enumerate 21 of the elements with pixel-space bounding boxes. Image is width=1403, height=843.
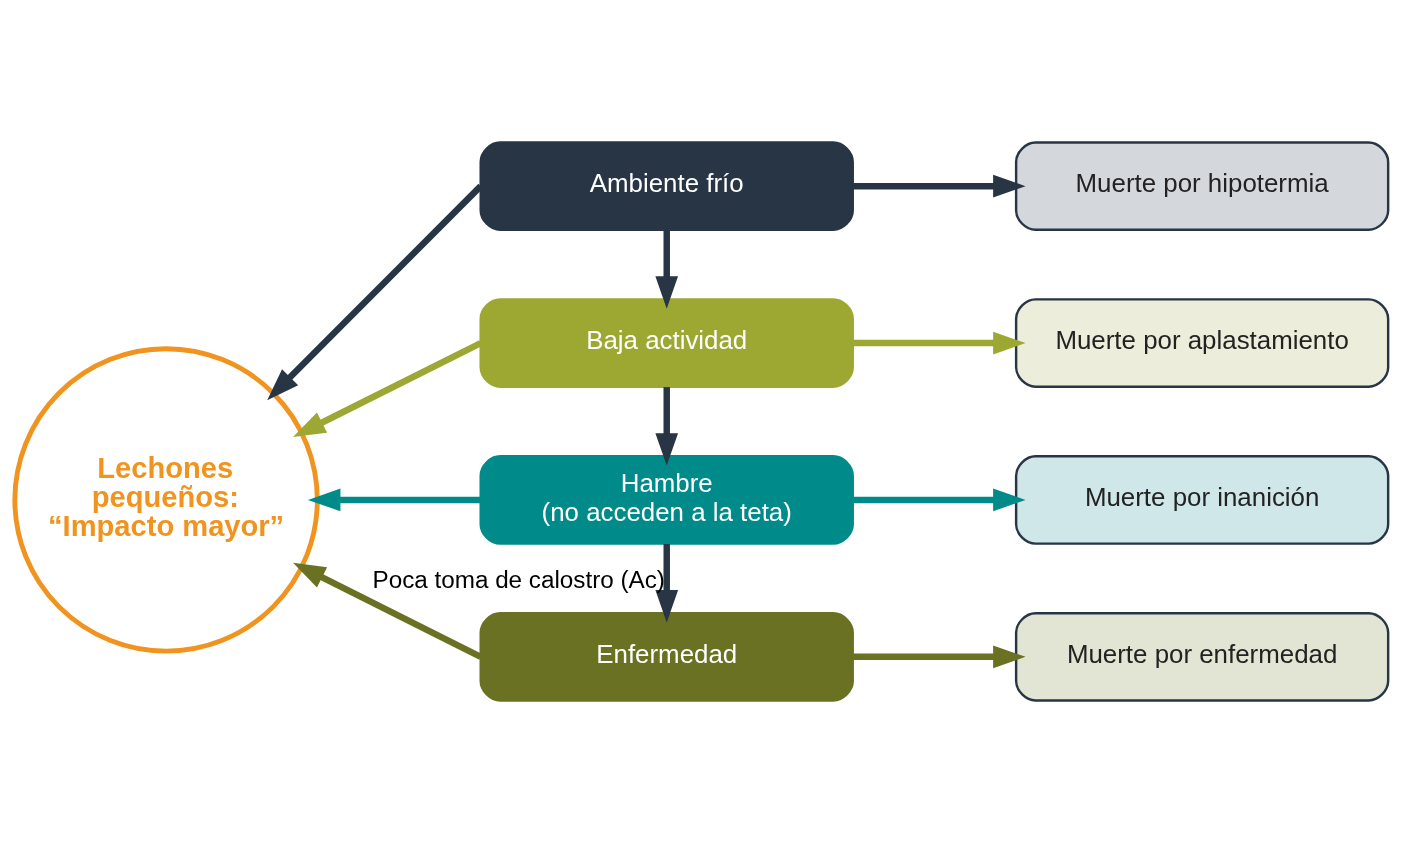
arrow <box>655 387 679 466</box>
node-box: Muerte por aplastamiento <box>1014 298 1390 388</box>
arrow <box>852 645 1026 669</box>
arrow <box>655 230 679 309</box>
node-box: Muerte por enfermedad <box>1014 611 1390 702</box>
arrow <box>852 331 1026 355</box>
arrow <box>293 562 483 660</box>
node-box: Hambre (no acceden a la teta) <box>479 455 854 545</box>
edge-label: Poca toma de calostro (Ac) <box>372 565 665 593</box>
node-box: Baja actividad <box>479 298 854 388</box>
node-box: Ambiente frío <box>479 141 854 232</box>
arrow <box>852 174 1026 198</box>
node-box: Muerte por hipotermia <box>1014 141 1390 232</box>
arrow <box>267 183 483 401</box>
arrow <box>308 488 481 512</box>
arrow <box>655 544 679 623</box>
node-circle: Lechones pequeños: “Impacto mayor” <box>12 346 320 654</box>
node-box: Enfermedad <box>479 611 854 702</box>
arrow <box>293 340 483 438</box>
arrow <box>852 488 1026 512</box>
node-box: Muerte por inanición <box>1014 455 1390 545</box>
